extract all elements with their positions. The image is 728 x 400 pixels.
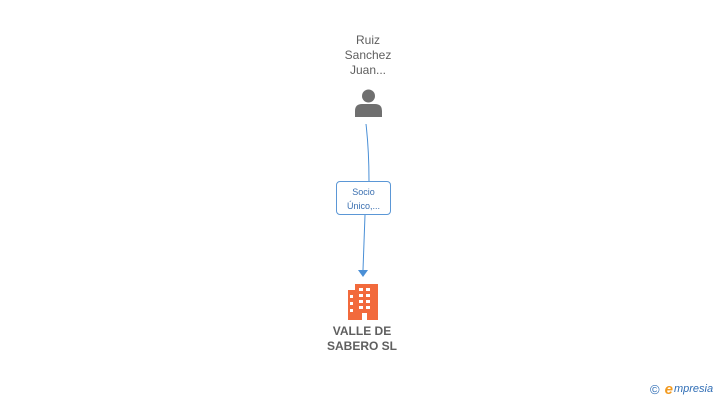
company-name-line: SABERO SL xyxy=(326,339,397,353)
relation-label[interactable]: Socio Único,... xyxy=(336,181,391,215)
relation-label-line: Único,... xyxy=(346,201,380,211)
person-name-line: Juan... xyxy=(349,63,387,77)
company-name-line: VALLE DE xyxy=(332,324,392,338)
brand-logo[interactable]: © e mpresia xyxy=(650,380,713,398)
person-icon[interactable] xyxy=(354,88,383,117)
arrowhead-icon xyxy=(358,270,368,277)
person-name[interactable]: Ruiz Sanchez Juan... xyxy=(318,33,418,78)
copyright-icon: © xyxy=(650,381,660,397)
person-name-line: Ruiz xyxy=(355,33,380,47)
edge-person-to-relation xyxy=(365,123,370,182)
brand-initial: e xyxy=(664,380,673,398)
relation-label-line: Socio xyxy=(352,187,375,197)
person-name-line: Sanchez xyxy=(344,48,392,62)
brand-name: mpresia xyxy=(673,383,714,395)
building-icon[interactable] xyxy=(348,284,378,320)
company-name[interactable]: VALLE DE SABERO SL xyxy=(306,324,418,354)
edge-relation-to-company xyxy=(362,214,366,271)
